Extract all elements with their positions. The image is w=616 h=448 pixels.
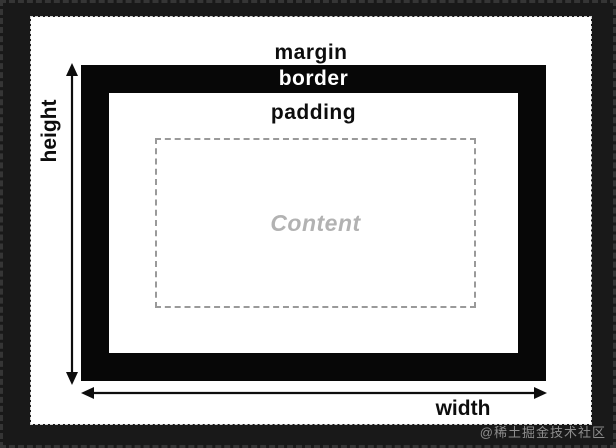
padding-box: padding Content [109, 93, 518, 353]
height-dimension-arrow-icon [66, 63, 78, 385]
border-box: border padding Content [81, 65, 546, 381]
border-label: border [278, 67, 349, 90]
width-label: width [435, 397, 491, 420]
height-label: height [38, 99, 61, 163]
margin-label: margin [274, 41, 348, 64]
width-dimension-arrow-icon [81, 387, 547, 399]
content-box: Content [155, 138, 476, 308]
watermark: @稀土掘金技术社区 [479, 425, 606, 440]
content-label: Content [270, 209, 361, 236]
padding-label: padding [270, 101, 357, 124]
margin-box: margin border padding Content [30, 16, 592, 425]
